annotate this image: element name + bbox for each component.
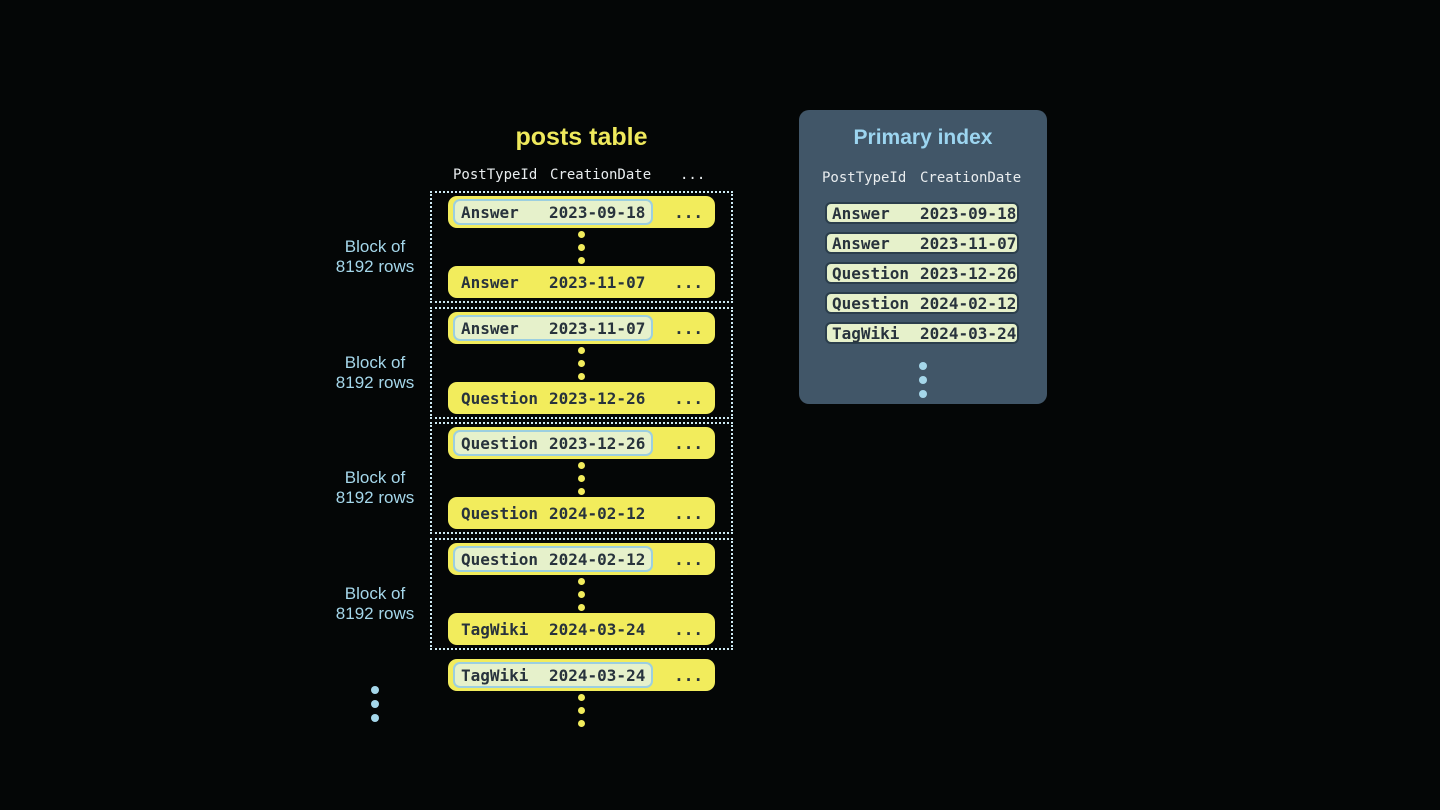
vertical-dots-icon xyxy=(578,577,585,611)
row-ellipsis: ... xyxy=(674,619,703,639)
posts-table-column-headers: PostTypeId CreationDate ... xyxy=(453,166,705,184)
table-continuation-dots xyxy=(448,694,715,727)
cell-creationdate: 2023-11-07 xyxy=(549,318,646,338)
row-ellipsis: ... xyxy=(674,549,703,569)
index-row: Question 2024-02-12 xyxy=(825,292,1019,314)
column-header-posttypeid: PostTypeId xyxy=(453,167,538,183)
index-row: Question 2023-12-26 xyxy=(825,262,1019,284)
block-label-line2: 8192 rows xyxy=(335,488,415,507)
block-label-line1: Block of xyxy=(344,584,406,603)
cell-creationdate: 2024-03-24 xyxy=(549,619,646,639)
table-row: Answer 2023-11-07 ... xyxy=(448,312,715,344)
block-label: Block of 8192 rows xyxy=(300,237,450,277)
cell-creationdate: 2024-02-12 xyxy=(920,293,1017,313)
column-header-creationdate: CreationDate xyxy=(920,170,1022,186)
block-label-line2: 8192 rows xyxy=(335,257,415,276)
table-row: Question 2024-02-12 ... xyxy=(448,497,715,529)
cell-creationdate: 2023-09-18 xyxy=(920,203,1017,223)
row-cells: TagWiki 2024-03-24 xyxy=(453,616,653,642)
index-row: Answer 2023-09-18 xyxy=(825,202,1019,224)
vertical-dots-icon xyxy=(578,230,585,264)
table-row: Answer 2023-11-07 ... xyxy=(448,266,715,298)
cell-creationdate: 2024-02-12 xyxy=(549,503,646,523)
block-1: Answer 2023-09-18 ... Answer 2023-11-07 … xyxy=(430,191,733,303)
cell-posttypeid: Question xyxy=(461,388,539,408)
cell-posttypeid: Question xyxy=(461,549,539,569)
cell-posttypeid: Answer xyxy=(832,203,890,223)
column-header-posttypeid: PostTypeId xyxy=(822,170,907,186)
row-ellipsis: ... xyxy=(674,272,703,292)
vertical-dots-icon xyxy=(919,362,927,398)
indexed-columns-highlight: Question 2023-12-26 xyxy=(453,430,654,456)
block-label-line1: Block of xyxy=(344,468,406,487)
row-ellipsis: ... xyxy=(674,202,703,222)
block-label: Block of 8192 rows xyxy=(300,584,450,624)
table-row: TagWiki 2024-03-24 ... xyxy=(448,613,715,645)
cell-creationdate: 2023-12-26 xyxy=(920,263,1017,283)
cell-posttypeid: TagWiki xyxy=(461,619,529,639)
row-ellipsis: ... xyxy=(674,665,703,685)
table-row: Question 2023-12-26 ... xyxy=(448,382,715,414)
primary-index-panel: Primary index PostTypeId CreationDate An… xyxy=(799,110,1047,404)
vertical-dots-icon xyxy=(578,694,585,727)
primary-index-column-headers: PostTypeId CreationDate xyxy=(822,169,1021,187)
cell-posttypeid: TagWiki xyxy=(461,665,529,685)
vertical-dots-icon xyxy=(578,346,585,380)
cell-creationdate: 2023-09-18 xyxy=(549,202,646,222)
cell-creationdate: 2024-03-24 xyxy=(549,665,646,685)
cell-creationdate: 2023-12-26 xyxy=(549,388,646,408)
row-ellipsis: ... xyxy=(674,318,703,338)
row-cells: Question 2024-02-12 xyxy=(453,500,653,526)
row-ellipsis: ... xyxy=(674,433,703,453)
cell-posttypeid: Answer xyxy=(461,318,519,338)
row-cells: Answer 2023-11-07 xyxy=(453,269,653,295)
cell-creationdate: 2023-12-26 xyxy=(549,433,646,453)
row-ellipsis: ... xyxy=(674,503,703,523)
primary-index-rows: Answer 2023-09-18 Answer 2023-11-07 Ques… xyxy=(825,202,1019,344)
cell-posttypeid: Question xyxy=(832,263,910,283)
indexed-columns-highlight: TagWiki 2024-03-24 xyxy=(453,662,654,688)
block-label-line2: 8192 rows xyxy=(335,373,415,392)
indexed-columns-highlight: Answer 2023-09-18 xyxy=(453,199,654,225)
indexed-columns-highlight: Question 2024-02-12 xyxy=(453,546,654,572)
block-label: Block of 8192 rows xyxy=(300,353,450,393)
index-row: Answer 2023-11-07 xyxy=(825,232,1019,254)
table-row: Question 2023-12-26 ... xyxy=(448,427,715,459)
blocks-continuation-dots xyxy=(300,686,450,722)
primary-index-title: Primary index xyxy=(853,126,993,149)
table-row: Answer 2023-09-18 ... xyxy=(448,196,715,228)
cell-posttypeid: TagWiki xyxy=(832,323,900,343)
indexed-columns-highlight: Answer 2023-11-07 xyxy=(453,315,654,341)
row-cells: Question 2023-12-26 xyxy=(453,385,653,411)
table-row: TagWiki 2024-03-24 ... xyxy=(448,659,715,691)
posts-table-title: posts table xyxy=(515,123,648,151)
block-label-line2: 8192 rows xyxy=(335,604,415,623)
block-label-line1: Block of xyxy=(344,237,406,256)
column-header-ellipsis: ... xyxy=(680,167,706,183)
block-label-line1: Block of xyxy=(344,353,406,372)
cell-creationdate: 2023-11-07 xyxy=(920,233,1017,253)
block-2: Answer 2023-11-07 ... Question 2023-12-2… xyxy=(430,307,733,419)
cell-posttypeid: Question xyxy=(832,293,910,313)
index-row: TagWiki 2024-03-24 xyxy=(825,322,1019,344)
cell-creationdate: 2024-03-24 xyxy=(920,323,1017,343)
column-header-creationdate: CreationDate xyxy=(550,167,652,183)
cell-creationdate: 2024-02-12 xyxy=(549,549,646,569)
cell-posttypeid: Question xyxy=(461,503,539,523)
cell-creationdate: 2023-11-07 xyxy=(549,272,646,292)
table-row: Question 2024-02-12 ... xyxy=(448,543,715,575)
index-continuation-dots xyxy=(799,362,1047,398)
block-3: Question 2023-12-26 ... Question 2024-02… xyxy=(430,422,733,534)
cell-posttypeid: Question xyxy=(461,433,539,453)
cell-posttypeid: Answer xyxy=(832,233,890,253)
cell-posttypeid: Answer xyxy=(461,202,519,222)
row-ellipsis: ... xyxy=(674,388,703,408)
vertical-dots-icon xyxy=(371,686,379,722)
cell-posttypeid: Answer xyxy=(461,272,519,292)
vertical-dots-icon xyxy=(578,461,585,495)
block-4: Question 2024-02-12 ... TagWiki 2024-03-… xyxy=(430,538,733,650)
block-label: Block of 8192 rows xyxy=(300,468,450,508)
